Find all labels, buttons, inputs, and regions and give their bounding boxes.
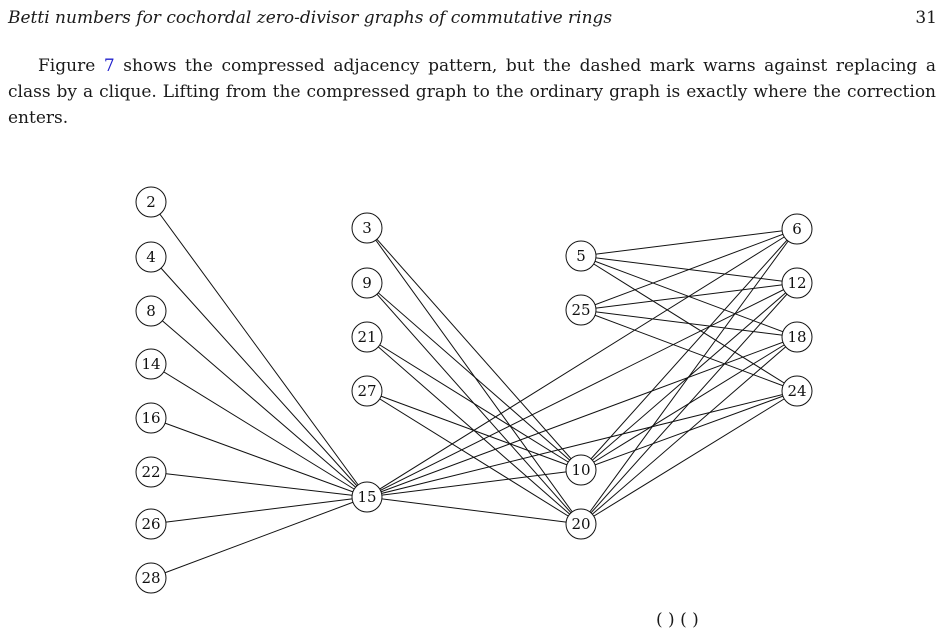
node-circle bbox=[351, 375, 383, 407]
node-circle bbox=[135, 295, 167, 327]
node-circle bbox=[351, 212, 383, 244]
graph-node-4: 4 bbox=[135, 241, 167, 273]
running-title: Betti numbers for cochordal zero-divisor… bbox=[8, 8, 613, 28]
graph-node-2: 2 bbox=[135, 186, 167, 218]
node-circle bbox=[781, 267, 813, 299]
node-circle bbox=[135, 562, 167, 594]
edge-26-15 bbox=[150, 496, 368, 525]
page-number: 31 bbox=[915, 8, 937, 28]
node-circle bbox=[781, 375, 813, 407]
node-label: 25 bbox=[571, 301, 590, 319]
body-paragraph: Figure 7 shows the compressed adjacency … bbox=[8, 53, 936, 131]
node-label: 8 bbox=[146, 302, 156, 320]
edge-20-12 bbox=[580, 282, 798, 525]
node-label: 18 bbox=[787, 328, 806, 346]
caption-fragment: ( ) ( ) bbox=[656, 610, 699, 630]
graph-node-9: 9 bbox=[351, 267, 383, 299]
node-label: 22 bbox=[141, 463, 160, 481]
edge-5-6 bbox=[580, 228, 798, 257]
node-label: 3 bbox=[362, 219, 372, 237]
graph-node-14: 14 bbox=[135, 348, 167, 380]
node-label: 9 bbox=[362, 274, 372, 292]
edge-16-15 bbox=[150, 417, 368, 498]
edge-15-10 bbox=[366, 469, 582, 498]
node-circle bbox=[351, 267, 383, 299]
node-label: 14 bbox=[141, 355, 160, 373]
edge-20-18 bbox=[580, 336, 798, 525]
node-circle bbox=[565, 454, 597, 486]
graph-node-22: 22 bbox=[135, 456, 167, 488]
node-circle bbox=[135, 186, 167, 218]
graph-node-25: 25 bbox=[565, 294, 597, 326]
edge-25-24 bbox=[580, 309, 798, 392]
edge-14-15 bbox=[150, 363, 368, 498]
edge-15-12 bbox=[366, 282, 798, 498]
edge-2-15 bbox=[150, 201, 368, 498]
node-circle bbox=[781, 213, 813, 245]
edge-25-6 bbox=[580, 228, 798, 311]
edge-10-6 bbox=[580, 228, 798, 471]
node-label: 16 bbox=[141, 409, 160, 427]
graph-node-8: 8 bbox=[135, 295, 167, 327]
node-label: 24 bbox=[787, 382, 806, 400]
graph-node-16: 16 bbox=[135, 402, 167, 434]
edge-15-20 bbox=[366, 496, 582, 525]
node-label: 15 bbox=[357, 488, 376, 506]
edge-28-15 bbox=[150, 496, 368, 579]
graph-node-10: 10 bbox=[565, 454, 597, 486]
edge-3-10 bbox=[366, 227, 582, 471]
node-circle bbox=[135, 456, 167, 488]
edge-25-18 bbox=[580, 309, 798, 338]
paragraph-text-start: Figure bbox=[38, 56, 104, 76]
node-circle bbox=[565, 294, 597, 326]
edge-20-24 bbox=[580, 390, 798, 525]
node-circle bbox=[135, 402, 167, 434]
graph-node-3: 3 bbox=[351, 212, 383, 244]
graph-node-15: 15 bbox=[351, 481, 383, 513]
node-label: 21 bbox=[357, 328, 376, 346]
node-circle bbox=[135, 348, 167, 380]
graph-node-6: 6 bbox=[781, 213, 813, 245]
graph-node-28: 28 bbox=[135, 562, 167, 594]
graph-node-21: 21 bbox=[351, 321, 383, 353]
edge-20-6 bbox=[580, 228, 798, 525]
edge-8-15 bbox=[150, 310, 368, 498]
edge-15-24 bbox=[366, 390, 798, 498]
graph-edges bbox=[150, 201, 798, 579]
node-label: 20 bbox=[571, 515, 590, 533]
graph-node-20: 20 bbox=[565, 508, 597, 540]
node-label: 28 bbox=[141, 569, 160, 587]
graph-node-18: 18 bbox=[781, 321, 813, 353]
edge-22-15 bbox=[150, 471, 368, 498]
node-label: 4 bbox=[146, 248, 156, 266]
paragraph-text-rest: shows the compressed adjacency pattern, … bbox=[8, 56, 936, 128]
edge-25-12 bbox=[580, 282, 798, 311]
node-label: 27 bbox=[357, 382, 376, 400]
graph-node-5: 5 bbox=[565, 240, 597, 272]
node-circle bbox=[351, 481, 383, 513]
node-circle bbox=[781, 321, 813, 353]
edge-4-15 bbox=[150, 256, 368, 498]
figure-reference-link[interactable]: 7 bbox=[103, 56, 115, 76]
node-label: 6 bbox=[792, 220, 802, 238]
node-label: 12 bbox=[787, 274, 806, 292]
node-circle bbox=[565, 240, 597, 272]
node-label: 10 bbox=[571, 461, 590, 479]
node-circle bbox=[565, 508, 597, 540]
graph-node-12: 12 bbox=[781, 267, 813, 299]
node-circle bbox=[135, 241, 167, 273]
edge-9-10 bbox=[366, 282, 582, 471]
graph-node-26: 26 bbox=[135, 508, 167, 540]
node-label: 26 bbox=[141, 515, 160, 533]
node-circle bbox=[351, 321, 383, 353]
graph-node-27: 27 bbox=[351, 375, 383, 407]
node-label: 5 bbox=[576, 247, 586, 265]
page-header: Betti numbers for cochordal zero-divisor… bbox=[0, 8, 937, 32]
graph-node-24: 24 bbox=[781, 375, 813, 407]
edge-21-10 bbox=[366, 336, 582, 471]
node-label: 2 bbox=[146, 193, 156, 211]
node-circle bbox=[135, 508, 167, 540]
